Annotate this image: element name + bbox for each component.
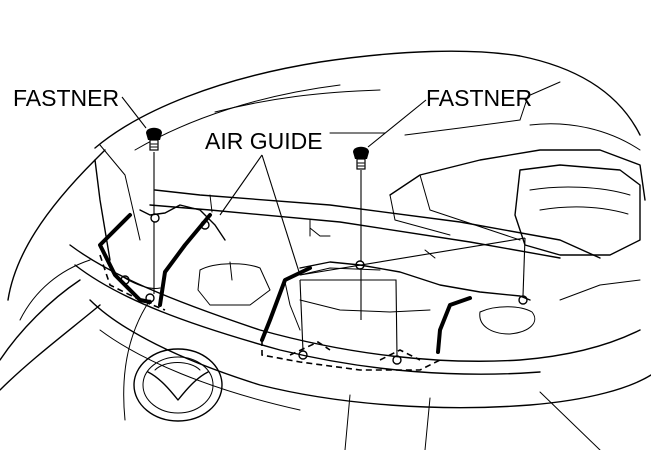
air-guide-label: AIR GUIDE <box>205 128 323 154</box>
fastener-guide-lines <box>153 152 526 357</box>
air-guide-right <box>260 261 531 354</box>
fastener-pin-right <box>353 146 369 170</box>
fastener-label-left: FASTNER <box>13 85 120 111</box>
label-leaders <box>121 96 427 276</box>
fastener-pin-left <box>146 127 162 151</box>
mazda-emblem <box>133 348 223 422</box>
air-guide-left <box>98 204 226 307</box>
radiator-support <box>149 189 601 259</box>
radiator-opening <box>197 261 641 335</box>
hidden-lines <box>99 254 441 371</box>
engine-cover <box>389 149 646 256</box>
hood <box>94 50 641 151</box>
fastener-label-right: FASTNER <box>426 85 533 111</box>
left-fender <box>0 144 141 361</box>
